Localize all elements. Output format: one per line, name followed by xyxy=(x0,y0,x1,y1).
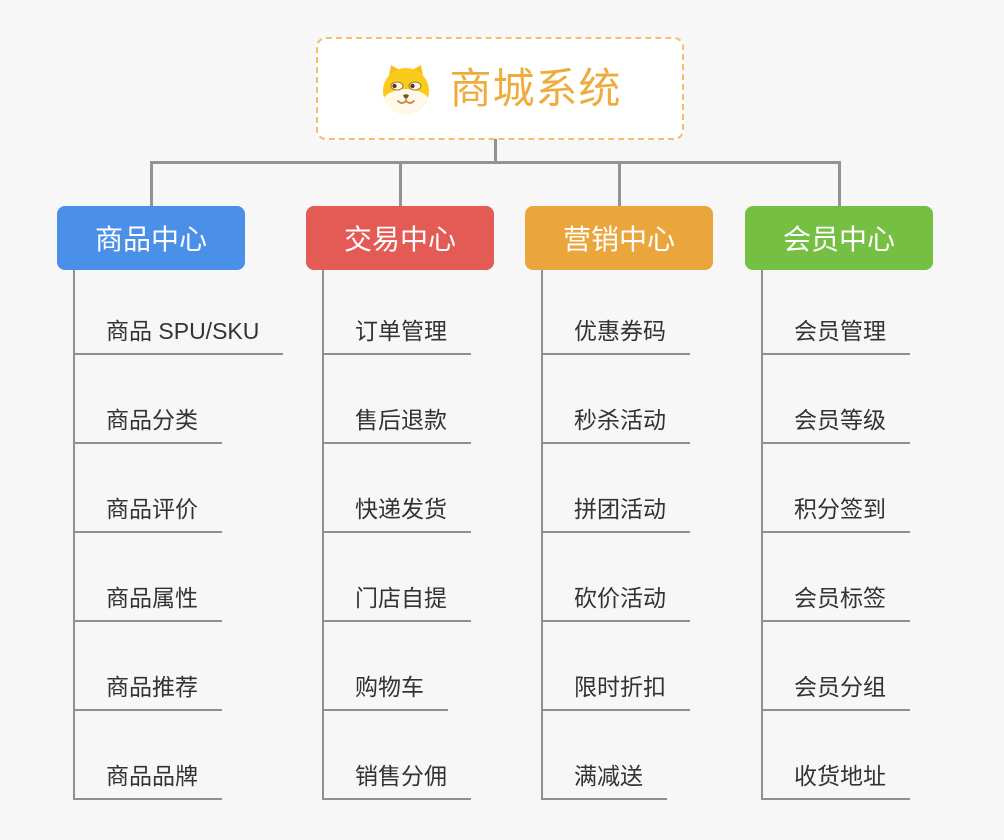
connector-drop-trade xyxy=(399,163,402,206)
leaf-node[interactable]: 会员等级 xyxy=(761,355,910,444)
branch-node-member-center[interactable]: 会员中心 xyxy=(745,206,933,270)
leaf-node[interactable]: 会员分组 xyxy=(761,622,910,711)
leaf-node[interactable]: 优惠券码 xyxy=(541,270,690,355)
branch-children-member: 会员管理 会员等级 积分签到 会员标签 会员分组 收货地址 xyxy=(761,270,910,800)
leaf-node[interactable]: 商品属性 xyxy=(73,533,222,622)
leaf-node[interactable]: 销售分佣 xyxy=(322,711,471,800)
root-node-title: 商城系统 xyxy=(449,64,622,112)
leaf-node[interactable]: 积分签到 xyxy=(761,444,910,533)
connector-drop-product xyxy=(150,163,153,206)
branch-children-marketing: 优惠券码 秒杀活动 拼团活动 砍价活动 限时折扣 满减送 xyxy=(541,270,690,800)
leaf-node[interactable]: 商品推荐 xyxy=(73,622,222,711)
root-node[interactable]: 商城系统 xyxy=(316,37,684,140)
connector-drop-marketing xyxy=(618,163,621,206)
leaf-node[interactable]: 会员管理 xyxy=(761,270,910,355)
leaf-node[interactable]: 秒杀活动 xyxy=(541,355,690,444)
leaf-node[interactable]: 会员标签 xyxy=(761,533,910,622)
leaf-node[interactable]: 门店自提 xyxy=(322,533,471,622)
branch-node-trade-center[interactable]: 交易中心 xyxy=(306,206,494,270)
leaf-node[interactable]: 砍价活动 xyxy=(541,533,690,622)
branch-line-product xyxy=(73,270,75,800)
leaf-node[interactable]: 商品品牌 xyxy=(73,711,222,800)
leaf-node[interactable]: 收货地址 xyxy=(761,711,910,800)
dog-face-icon xyxy=(378,63,434,115)
branch-line-marketing xyxy=(541,270,543,800)
branch-line-trade xyxy=(322,270,324,800)
branch-node-product-center[interactable]: 商品中心 xyxy=(57,206,245,270)
leaf-node[interactable]: 售后退款 xyxy=(322,355,471,444)
leaf-node[interactable]: 快递发货 xyxy=(322,444,471,533)
branch-node-marketing-center[interactable]: 营销中心 xyxy=(525,206,713,270)
leaf-node[interactable]: 限时折扣 xyxy=(541,622,690,711)
branch-children-product: 商品 SPU/SKU 商品分类 商品评价 商品属性 商品推荐 商品品牌 xyxy=(73,270,284,800)
leaf-node[interactable]: 购物车 xyxy=(322,622,448,711)
connector-drop-member xyxy=(838,163,841,206)
leaf-node[interactable]: 订单管理 xyxy=(322,270,471,355)
leaf-node[interactable]: 满减送 xyxy=(541,711,667,800)
connector-root-stem xyxy=(494,139,497,162)
connector-bus xyxy=(150,161,841,164)
branch-line-member xyxy=(761,270,763,800)
leaf-node[interactable]: 拼团活动 xyxy=(541,444,690,533)
leaf-node[interactable]: 商品评价 xyxy=(73,444,222,533)
leaf-node[interactable]: 商品分类 xyxy=(73,355,222,444)
branch-children-trade: 订单管理 售后退款 快递发货 门店自提 购物车 销售分佣 xyxy=(322,270,471,800)
leaf-node[interactable]: 商品 SPU/SKU xyxy=(73,270,284,355)
